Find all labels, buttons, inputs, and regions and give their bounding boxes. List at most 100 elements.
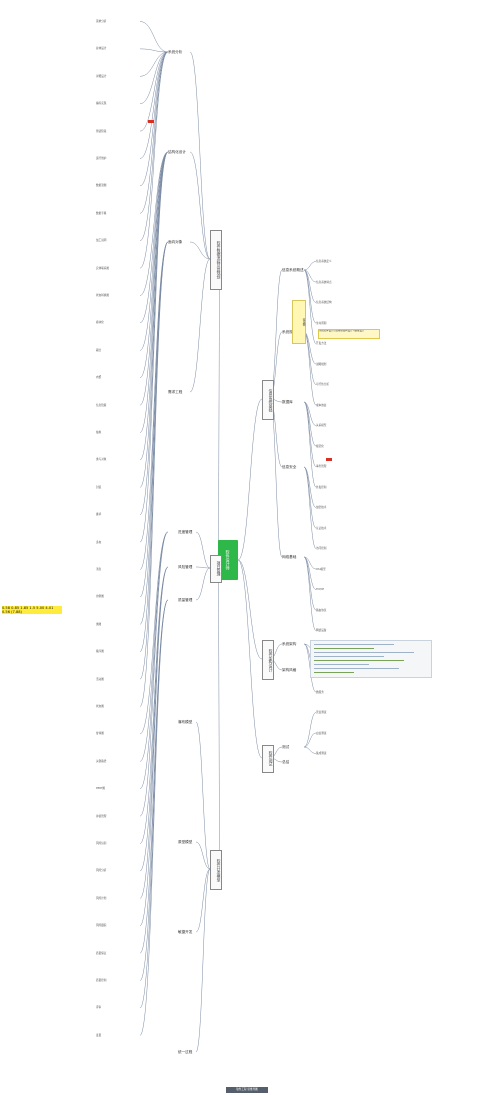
left-leaf-item[interactable]: 质量保证 [96, 951, 107, 955]
right-leaf-item[interactable]: 生命周期 [316, 321, 327, 325]
left-leaf-item[interactable]: 内聚 [96, 376, 102, 380]
right-leaf-item[interactable]: 黑盒测试 [316, 711, 327, 714]
left-sub-1-1[interactable]: 风险管理 [178, 565, 193, 569]
left-sub-2-1[interactable]: 原型模型 [178, 840, 193, 844]
left-leaf-item[interactable]: 评审 [96, 1006, 102, 1010]
left-sub-0-2[interactable]: 面向对象 [168, 240, 183, 244]
right-leaf-item[interactable]: 事务管理 [316, 465, 327, 468]
right-leaf-item[interactable]: 信息系统定义 [316, 260, 332, 263]
code-line [314, 664, 369, 665]
left-leaf-item[interactable]: PERT图 [96, 787, 105, 791]
right-sub-0-3[interactable]: 信息安全 [282, 465, 297, 469]
left-leaf-item[interactable]: 继承 [96, 513, 102, 517]
left-sub-0-1[interactable]: 结构化设计 [168, 150, 186, 154]
left-leaf-item[interactable]: 数据字典 [96, 211, 107, 215]
left-leaf-item[interactable]: 风险分析 [96, 869, 107, 873]
left-leaf-item[interactable]: 多态 [96, 540, 102, 544]
left-sub-2-3[interactable]: 统一过程 [178, 1050, 193, 1054]
right-leaf-item[interactable]: 信息系统结构 [316, 301, 332, 304]
left-leaf-item[interactable]: 数据流图 [96, 184, 107, 188]
right-leaf-item[interactable]: 加密技术 [316, 506, 327, 509]
left-sub-2-0[interactable]: 瀑布模型 [178, 720, 193, 724]
right-leaf-item[interactable]: 白盒测试 [316, 731, 327, 735]
left-branch-2-label: 软件开发模型 [217, 858, 222, 882]
right-leaf-item[interactable]: 关系模型 [316, 424, 327, 427]
right-sub-2-0[interactable]: 测试 [282, 745, 290, 749]
right-branch-2[interactable]: 软件测试 [262, 745, 274, 773]
left-leaf-item[interactable]: 质量控制 [96, 979, 107, 982]
banner-text: 系统总体设计包括模块结构设计与数据设计 [319, 329, 365, 332]
left-leaf-item[interactable]: 顺序图 [96, 650, 104, 654]
left-branch-2[interactable]: 软件开发模型 [210, 850, 222, 890]
right-leaf-item[interactable]: 规范化 [316, 444, 324, 448]
left-leaf-item[interactable]: 状态转换图 [96, 294, 109, 297]
right-sub-0-4[interactable]: 网络基础 [282, 555, 297, 559]
left-leaf-item[interactable]: 风险计划 [96, 896, 107, 900]
left-leaf-item[interactable]: 耦合 [96, 348, 102, 352]
left-leaf-item[interactable]: 状态图 [96, 705, 104, 708]
right-leaf-item[interactable]: 集成测试 [316, 752, 327, 755]
right-leaf-item[interactable]: 信息系统特点 [316, 280, 332, 284]
code-screenshot-thumbnail [310, 640, 432, 678]
left-leaf-item[interactable]: 模块化 [96, 321, 104, 325]
left-leaf-item[interactable]: 需求分析 [96, 20, 107, 23]
right-leaf-item[interactable]: 并发控制 [316, 485, 327, 489]
left-sub-0-3[interactable]: 需求工程 [168, 390, 183, 394]
right-leaf-item[interactable]: OSI模型 [316, 567, 326, 571]
right-leaf-item[interactable]: 战略规划 [316, 362, 327, 366]
left-leaf-item[interactable]: 类与对象 [96, 458, 107, 462]
left-branch-0[interactable]: 软件数据流程及其规划 [210, 230, 222, 290]
right-leaf-item[interactable]: TCP/IP [316, 588, 325, 591]
left-leaf-item[interactable]: 消息 [96, 568, 102, 571]
right-sub-0-0[interactable]: 信息系统概述 [282, 268, 304, 272]
left-leaf-item[interactable]: 风险跟踪 [96, 924, 107, 928]
right-sub-1-0[interactable]: 系统架构 [282, 642, 297, 646]
left-leaf-item[interactable]: 信息隐蔽 [96, 403, 107, 407]
left-leaf-item[interactable]: 运行维护 [96, 157, 107, 160]
connector-line [139, 531, 169, 817]
right-branch-0[interactable]: 信息系统基础 [262, 380, 274, 420]
right-branch-1[interactable]: 软件架构设计 [262, 640, 274, 680]
left-leaf-item[interactable]: 甘特图 [96, 732, 104, 736]
left-leaf-item[interactable]: 加工说明 [96, 239, 107, 243]
highlight-marker [326, 458, 332, 461]
right-sub-0-1[interactable]: 系统规划 [282, 330, 297, 334]
footer-label: 软件工程 思维导图 [226, 1087, 268, 1093]
left-leaf-item[interactable]: 挣值管理 [96, 814, 107, 818]
right-sub-1-1[interactable]: 架构风格 [282, 668, 297, 672]
right-sub-0-2[interactable]: 数据库 [282, 400, 293, 404]
left-leaf-item[interactable]: 类图 [96, 622, 102, 626]
left-leaf-item[interactable]: 实体联系图 [96, 266, 109, 270]
right-leaf-item[interactable]: 网络设备 [316, 629, 327, 632]
connector-line [139, 566, 169, 926]
left-leaf-item[interactable]: 详细设计 [96, 74, 107, 78]
left-sub-0-0[interactable]: 系统分析 [168, 50, 183, 54]
right-leaf-item[interactable]: 认证技术 [316, 526, 327, 530]
connector-line [139, 51, 169, 159]
right-leaf-item[interactable]: 路由协议 [316, 608, 327, 612]
right-leaf-item[interactable]: 微服务 [316, 690, 324, 694]
right-leaf-item[interactable]: 开发方法 [316, 342, 327, 345]
left-leaf-item[interactable]: 测试阶段 [96, 129, 107, 133]
left-leaf-item[interactable]: 度量 [96, 1033, 102, 1037]
root-node[interactable]: 软件设计师 [218, 540, 238, 580]
left-branch-1[interactable]: 项目管理 [210, 555, 222, 583]
left-leaf-item[interactable]: 关键路径 [96, 759, 107, 763]
left-leaf-item[interactable]: 总体设计 [96, 47, 107, 51]
left-leaf-item[interactable]: 用例图 [96, 595, 104, 599]
right-leaf-item[interactable]: 可行性分析 [316, 383, 329, 386]
right-leaf-item[interactable]: 成本效益 [316, 403, 327, 407]
left-leaf-item[interactable]: 风险识别 [96, 842, 107, 845]
left-leaf-item[interactable]: 封装 [96, 485, 102, 489]
timing-label-text: 时序图 [302, 318, 305, 326]
right-leaf-item[interactable]: 访问控制 [316, 547, 327, 550]
left-sub-2-2[interactable]: 敏捷开发 [178, 930, 193, 934]
left-sub-1-2[interactable]: 质量管理 [178, 598, 193, 602]
left-sub-1-0[interactable]: 进度管理 [178, 530, 193, 534]
left-leaf-item[interactable]: 编码实现 [96, 102, 107, 106]
connector-line [195, 868, 211, 933]
left-leaf-item[interactable]: 活动图 [96, 677, 104, 681]
connector-line [189, 258, 211, 393]
left-leaf-item[interactable]: 抽象 [96, 431, 102, 434]
right-sub-2-1[interactable]: 总结 [282, 760, 290, 764]
